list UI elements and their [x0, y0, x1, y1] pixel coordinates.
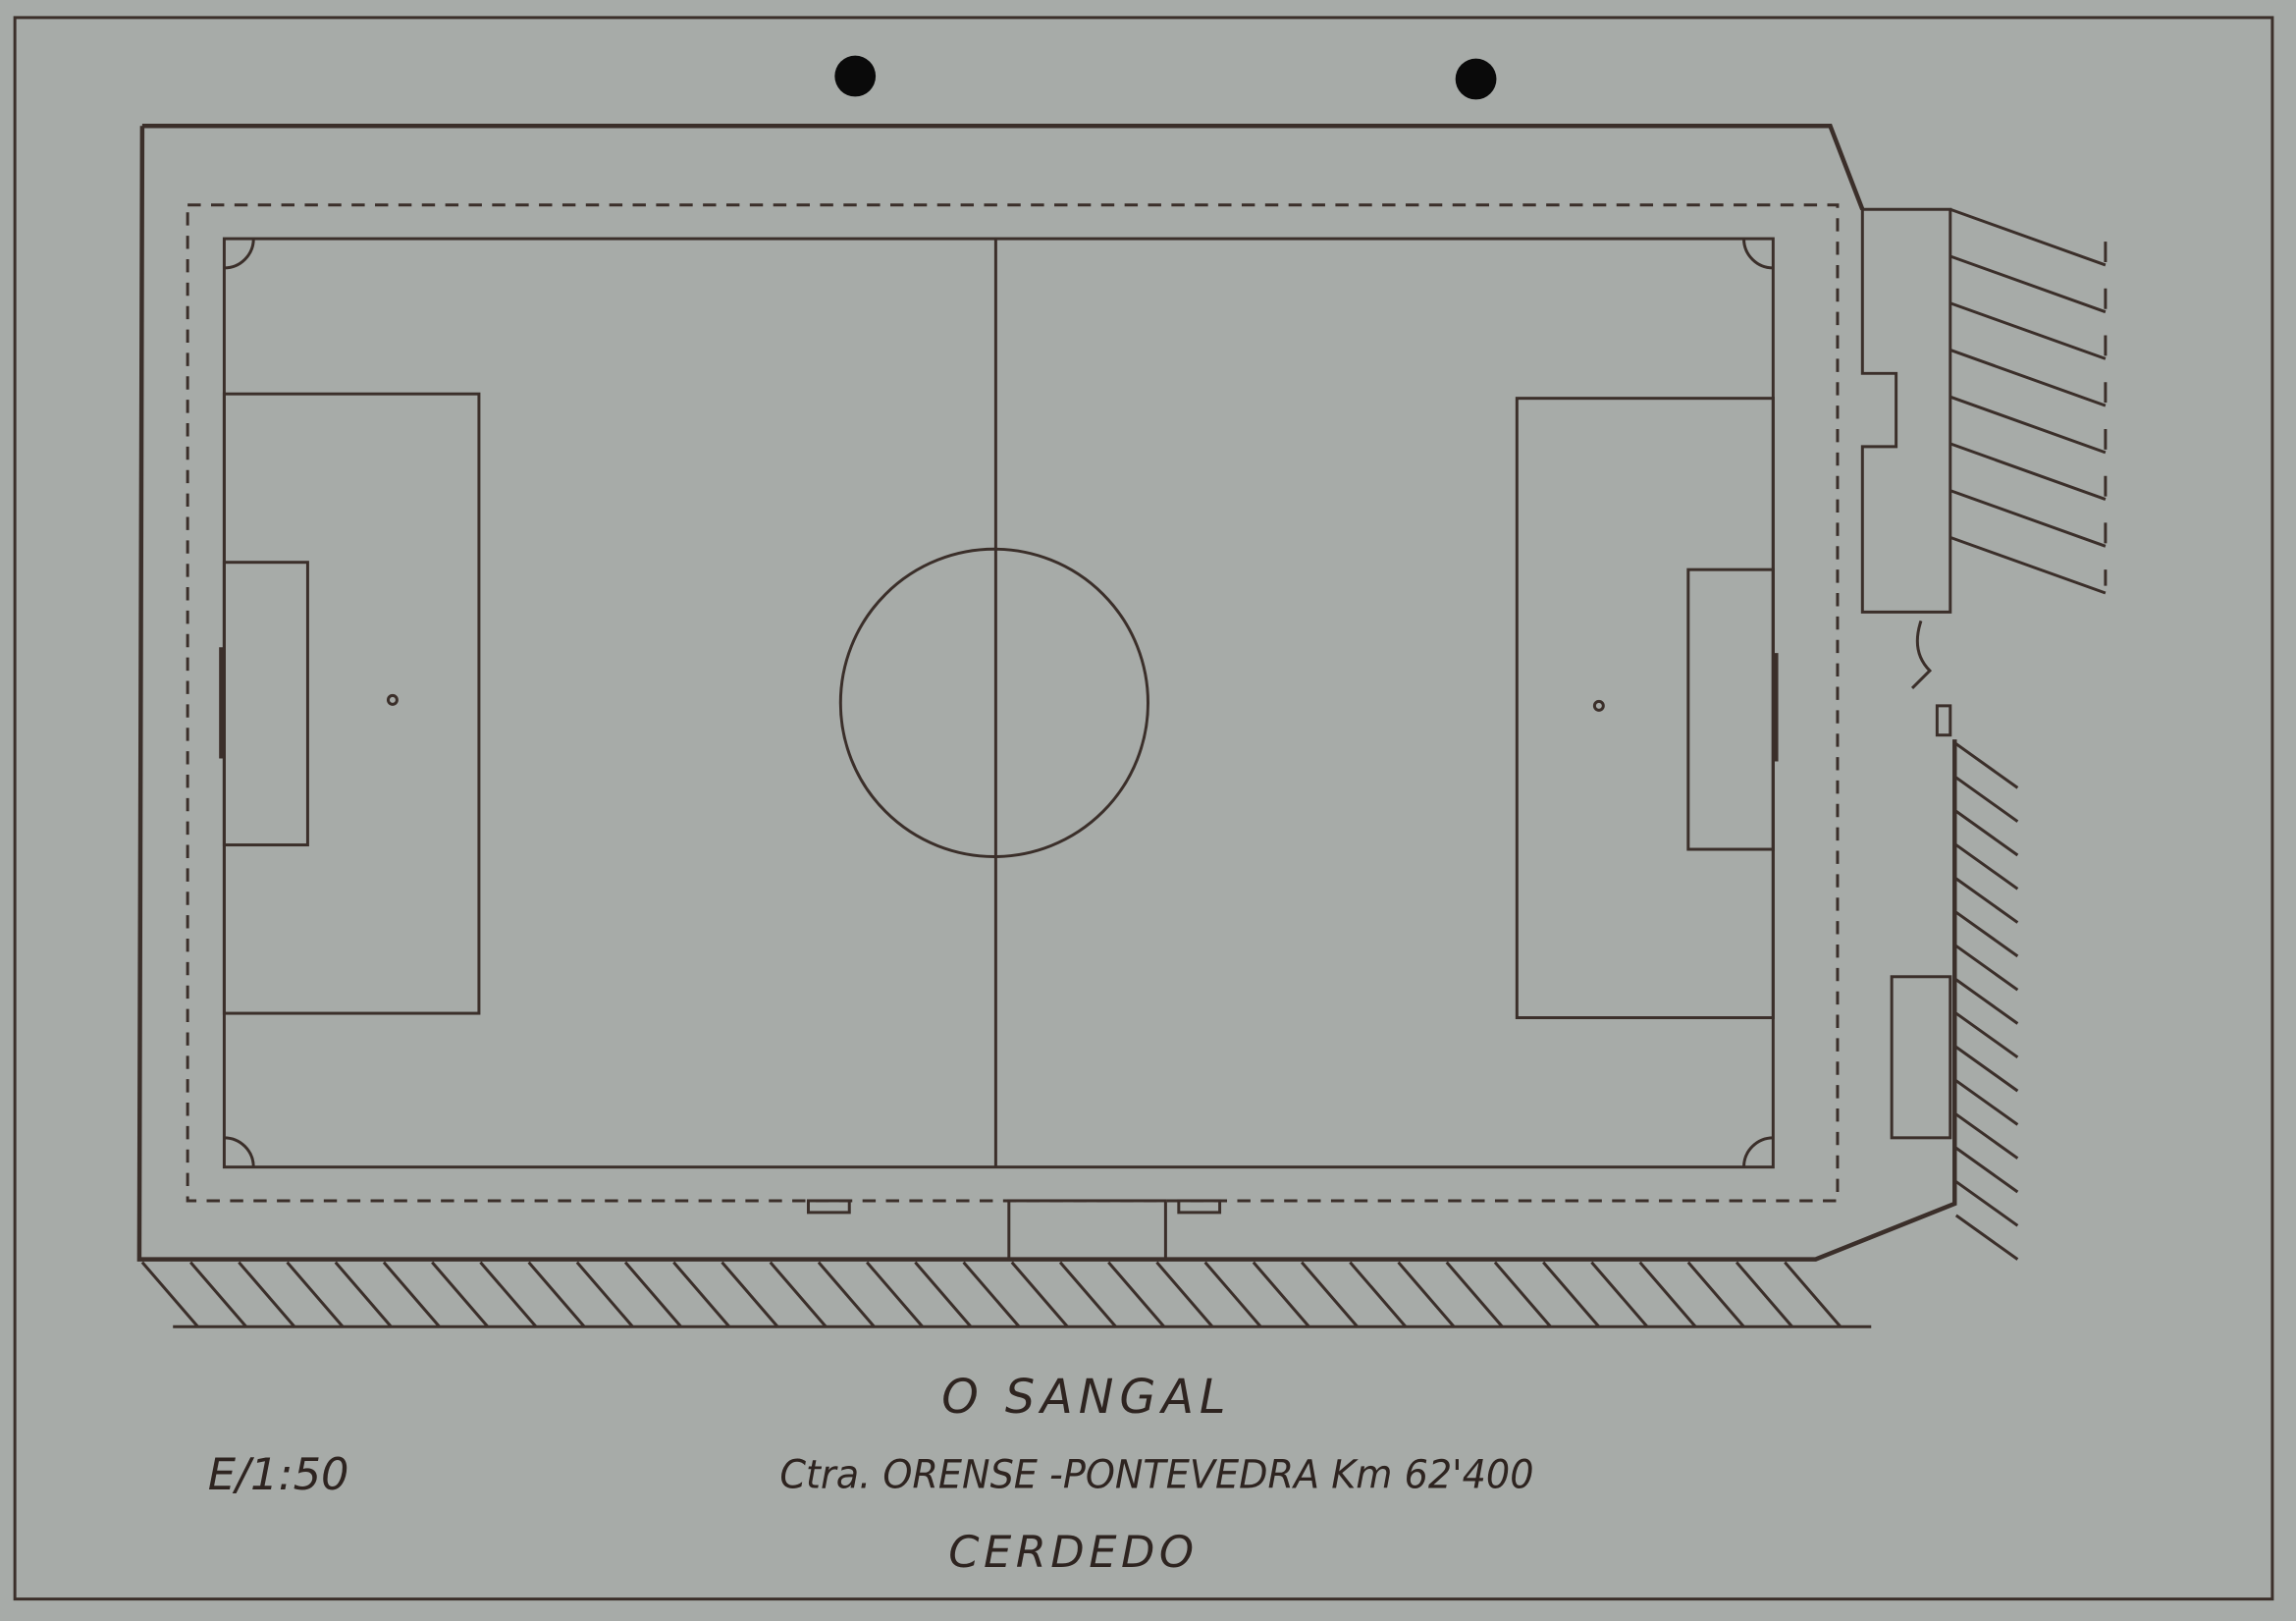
hatch-line-upper-right [1949, 207, 2107, 267]
hatch-line-lower-right [1954, 910, 2019, 958]
hatch-line-bottom [866, 1261, 924, 1328]
corner-arc-bl [224, 1136, 255, 1167]
hatch-line-upper-right [1949, 349, 2107, 407]
hatch-line-lower-right [1954, 1046, 2019, 1093]
hatch-line-lower-right [1954, 1147, 2019, 1194]
hatch-line-lower-right [1954, 945, 2019, 992]
hatch-line-bottom [188, 1261, 247, 1328]
site-boundary [141, 124, 1865, 211]
hatch-line-bottom [672, 1261, 731, 1328]
main-stand-right [1860, 207, 1952, 614]
hatch-line-bottom [1784, 1261, 1842, 1328]
hatch-line-lower-right [1954, 1180, 2019, 1227]
hatch-line-lower-right [1954, 1079, 2019, 1126]
pitch-outline [222, 237, 1775, 1169]
hatch-line-bottom [769, 1261, 828, 1328]
stand-lower-right [1890, 975, 1952, 1140]
hatch-line-bottom [431, 1261, 489, 1328]
hatch-line-bottom [1300, 1261, 1359, 1328]
hatch-line-bottom [1590, 1261, 1649, 1328]
hatch-line-bottom [1735, 1261, 1793, 1328]
hatch-line-lower-right [1954, 776, 2019, 823]
hatch-line-bottom [1542, 1261, 1600, 1328]
hatch-line-bottom [817, 1261, 876, 1328]
penalty-area-left [222, 392, 481, 1015]
hatch-line-bottom [721, 1261, 779, 1328]
goal-area-left [222, 561, 309, 847]
hatch-line-bottom [1397, 1261, 1456, 1328]
gate-post [1935, 704, 1952, 737]
hatch-line-bottom [238, 1261, 296, 1328]
hatch-line-bottom [1686, 1261, 1745, 1328]
corner-arc-tl [224, 239, 255, 270]
running-track-dashed [186, 203, 1840, 1203]
scale-label: E/1:50 [208, 1448, 349, 1500]
hatch-line-bottom [1203, 1261, 1262, 1328]
hatch-line-bottom [623, 1261, 682, 1328]
hatch-line-bottom [575, 1261, 634, 1328]
hatch-line-bottom [527, 1261, 586, 1328]
hatch-line-lower-right [1954, 1214, 2019, 1261]
entrance-gate [1910, 620, 1933, 690]
goal-area-right [1686, 567, 1775, 851]
penalty-spot-left [386, 693, 399, 706]
hatch-line-bottom [1107, 1261, 1166, 1328]
hatch-line-bottom [914, 1261, 973, 1328]
road-location: Ctra. ORENSE -PONTEVEDRA Km 62'400 [779, 1452, 1533, 1497]
hatch-line-bottom [1252, 1261, 1310, 1328]
punch-hole-right [1455, 58, 1497, 100]
drawing-title: O SANGAL [941, 1371, 1231, 1425]
hatch-line-upper-right [1949, 442, 2107, 501]
hatch-line-bottom [1493, 1261, 1552, 1328]
hatch-line-upper-right [1949, 489, 2107, 548]
hatch-line-lower-right [1954, 877, 2019, 924]
hatch-line-lower-right [1954, 1011, 2019, 1059]
hatch-line-bottom [140, 1261, 199, 1328]
penalty-spot-right [1592, 699, 1605, 712]
hatch-line-upper-right [1949, 395, 2107, 455]
hatch-line-bottom [1445, 1261, 1504, 1328]
hatch-line-bottom [1010, 1261, 1069, 1328]
hatch-line-upper-right [1949, 301, 2107, 360]
hatch-line-bottom [382, 1261, 441, 1328]
hatch-line-lower-right [1954, 1112, 2019, 1160]
hatch-line-lower-right [1954, 742, 2019, 789]
corner-arc-tr [1742, 239, 1774, 270]
hatch-line-bottom [962, 1261, 1021, 1328]
hatch-line-bottom [286, 1261, 345, 1328]
punch-hole-left [834, 55, 877, 97]
slope-hatching [140, 207, 2107, 1328]
stand-bottom [1007, 1199, 1167, 1262]
hatch-line-bottom [1638, 1261, 1697, 1328]
hatch-line-lower-right [1954, 978, 2019, 1025]
town-name: CERDEDO [948, 1526, 1198, 1578]
center-circle [838, 547, 1149, 858]
hatch-line-upper-right [1949, 254, 2107, 314]
sheet-border [13, 16, 2274, 1601]
hatch-line-bottom [479, 1261, 538, 1328]
bench-right [1177, 1199, 1222, 1215]
hatch-line-bottom [1058, 1261, 1117, 1328]
bench-left [806, 1199, 851, 1215]
corner-arc-br [1742, 1136, 1774, 1167]
hatch-line-bottom [1349, 1261, 1408, 1328]
hatch-line-lower-right [1954, 810, 2019, 857]
hatch-line-bottom [1155, 1261, 1214, 1328]
hatch-line-bottom [334, 1261, 393, 1328]
hatch-line-upper-right [1949, 535, 2107, 595]
site-boundary-lower [136, 126, 1957, 1262]
hatch-line-lower-right [1954, 843, 2019, 891]
penalty-area-right [1515, 397, 1775, 1020]
